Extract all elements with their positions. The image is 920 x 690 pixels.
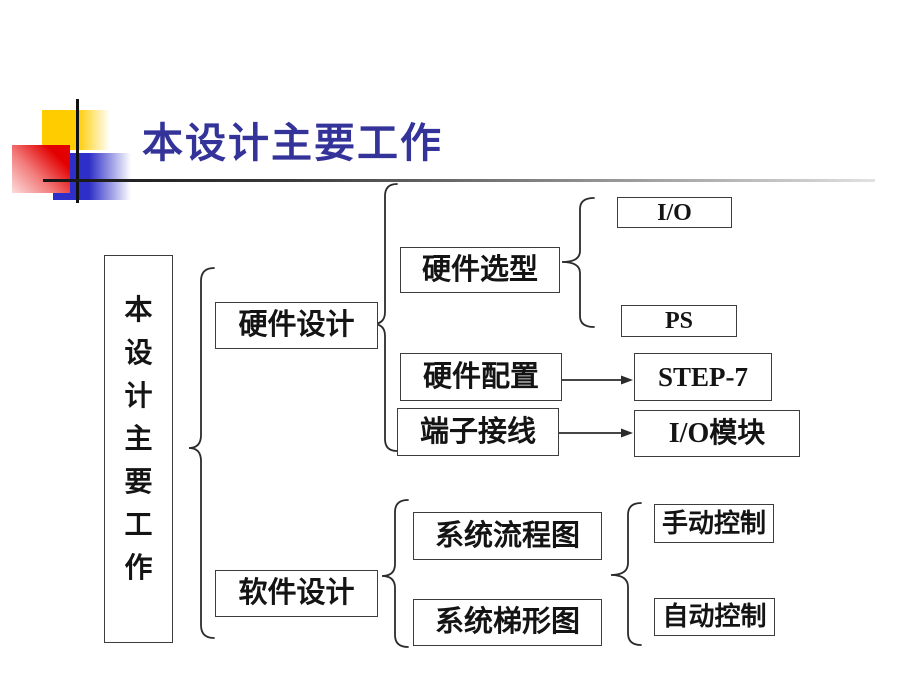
brace-root xyxy=(188,267,215,639)
node-terminal-wiring: 端子接线 xyxy=(397,408,559,456)
brace-software xyxy=(381,499,409,648)
vertical-label: 本 设 计 主 要 工 作 xyxy=(124,294,153,584)
arrow-config-to-step7 xyxy=(561,375,633,385)
slide-title: 本设计主要工作 xyxy=(142,120,443,166)
title-underline-rule xyxy=(43,179,875,182)
node-system-flowchart: 系统流程图 xyxy=(413,512,602,560)
node-software-design: 软件设计 xyxy=(215,570,378,617)
node-io: I/O xyxy=(617,197,732,228)
arrow-wiring-to-iomodule xyxy=(559,428,633,438)
decor-red-square xyxy=(12,145,70,193)
brace-control xyxy=(610,502,642,646)
node-auto-control: 自动控制 xyxy=(654,598,775,636)
decor-vertical-line xyxy=(76,99,79,203)
node-io-module: I/O模块 xyxy=(634,410,800,457)
node-step7: STEP-7 xyxy=(634,353,772,401)
node-root-main-work: 本 设 计 主 要 工 作 xyxy=(104,255,173,643)
node-system-ladder-diagram: 系统梯形图 xyxy=(413,599,602,646)
node-hardware-design: 硬件设计 xyxy=(215,302,378,349)
node-ps: PS xyxy=(621,305,737,337)
node-manual-control: 手动控制 xyxy=(654,504,774,543)
brace-selection xyxy=(561,197,595,328)
node-hardware-config: 硬件配置 xyxy=(400,353,562,401)
node-hardware-selection: 硬件选型 xyxy=(400,247,560,293)
